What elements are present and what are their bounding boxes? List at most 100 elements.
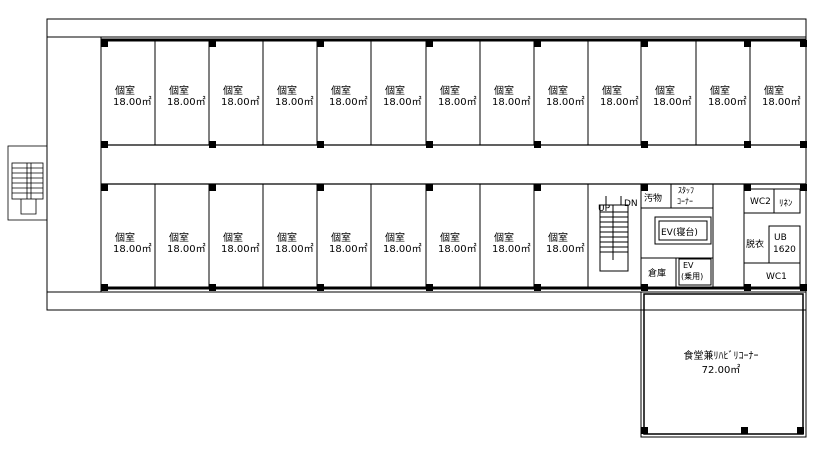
stair-up-label: UP — [598, 204, 611, 214]
room-area: 18.00㎡ — [113, 243, 152, 255]
room-area: 18.00㎡ — [383, 96, 422, 108]
room-name: 個室 — [331, 84, 351, 97]
column-marker — [641, 427, 648, 434]
column-marker — [800, 284, 807, 291]
column-marker — [101, 184, 108, 191]
column-marker — [744, 184, 751, 191]
column-marker — [101, 141, 108, 148]
room-name: 個室 — [548, 231, 568, 244]
column-marker — [641, 284, 648, 291]
rooms-layer: 個室18.00㎡個室18.00㎡個室18.00㎡個室18.00㎡個室18.00㎡… — [100, 40, 807, 288]
storage-label: 倉庫 — [648, 267, 666, 279]
room-area: 18.00㎡ — [113, 96, 152, 108]
room-name: 個室 — [385, 84, 405, 97]
wc2-label: WC2 — [750, 197, 771, 207]
room-name: 個室 — [115, 84, 135, 97]
column-marker — [534, 284, 541, 291]
column-marker — [426, 284, 433, 291]
column-marker — [209, 284, 216, 291]
room-name: 個室 — [115, 231, 135, 244]
room-name: 個室 — [548, 84, 568, 97]
room-area: 18.00㎡ — [492, 243, 531, 255]
room-name: 個室 — [440, 84, 460, 97]
room-name: 個室 — [494, 84, 514, 97]
room-area: 18.00㎡ — [329, 243, 368, 255]
column-marker — [641, 40, 648, 47]
column-marker — [744, 40, 751, 47]
column-marker — [317, 40, 324, 47]
column-marker — [101, 40, 108, 47]
upper-room-row — [101, 38, 806, 146]
service-block — [640, 183, 714, 288]
column-marker — [101, 284, 108, 291]
stair-down-label: DN — [624, 199, 638, 209]
staff-corner-label-1: ｽﾀｯﾌ — [678, 186, 694, 195]
room-name: 個室 — [169, 231, 189, 244]
column-marker — [641, 141, 648, 148]
column-marker — [209, 184, 216, 191]
room-name: 個室 — [385, 231, 405, 244]
column-marker — [800, 40, 807, 47]
room-name: 個室 — [710, 84, 730, 97]
column-marker — [741, 427, 748, 434]
column-marker — [209, 40, 216, 47]
staff-corner-label-2: ｺｰﾅｰ — [677, 197, 693, 206]
column-marker — [797, 427, 804, 434]
room-area: 18.00㎡ — [762, 96, 801, 108]
dining-room-area: 72.00㎡ — [702, 364, 741, 376]
column-marker — [426, 184, 433, 191]
room-name: 個室 — [764, 84, 784, 97]
room-name: 個室 — [655, 84, 675, 97]
passenger-elevator-label-2: (乗用) — [681, 271, 703, 281]
column-marker — [317, 284, 324, 291]
room-name: 個室 — [440, 231, 460, 244]
column-marker — [534, 184, 541, 191]
column-marker — [534, 141, 541, 148]
room-area: 18.00㎡ — [600, 96, 639, 108]
room-area: 18.00㎡ — [708, 96, 747, 108]
column-marker — [641, 184, 648, 191]
passenger-elevator-label-1: EV — [683, 261, 694, 270]
room-name: 個室 — [223, 231, 243, 244]
external-stair — [7, 145, 48, 221]
dressing-room-label: 脱衣 — [746, 238, 764, 250]
column-marker — [534, 40, 541, 47]
room-area: 18.00㎡ — [329, 96, 368, 108]
soiled-room-label: 汚物 — [644, 192, 662, 204]
room-name: 個室 — [277, 231, 297, 244]
room-area: 18.00㎡ — [221, 243, 260, 255]
column-marker — [800, 141, 807, 148]
room-area: 18.00㎡ — [275, 243, 314, 255]
corridor — [101, 146, 806, 184]
column-marker — [426, 141, 433, 148]
room-area: 18.00㎡ — [383, 243, 422, 255]
column-marker — [317, 184, 324, 191]
column-marker — [800, 184, 807, 191]
room-area: 18.00㎡ — [438, 96, 477, 108]
bed-elevator-label: EV(寝台) — [661, 226, 698, 238]
room-area: 18.00㎡ — [653, 96, 692, 108]
room-area: 18.00㎡ — [492, 96, 531, 108]
column-marker — [744, 141, 751, 148]
room-name: 個室 — [223, 84, 243, 97]
column-marker — [744, 284, 751, 291]
linen-label: ﾘﾈﾝ — [779, 198, 793, 209]
unit-bath-label-2: 1620 — [773, 245, 796, 255]
